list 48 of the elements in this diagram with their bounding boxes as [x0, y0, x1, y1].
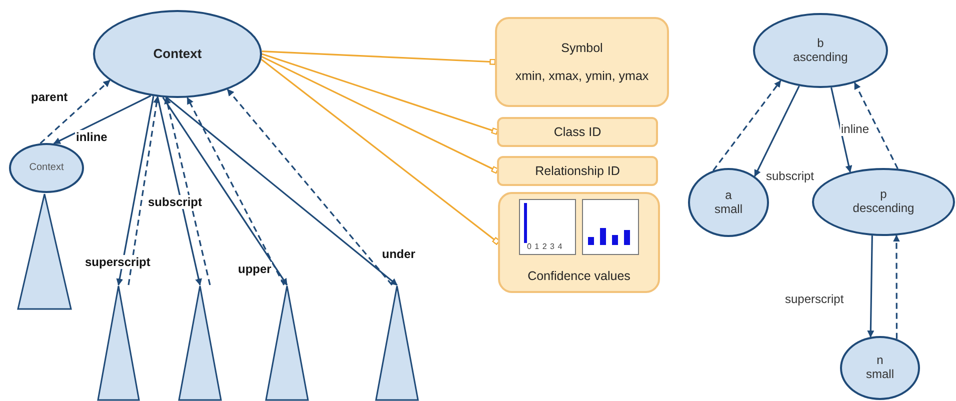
edge-label: inline — [840, 122, 870, 136]
field-box — [497, 156, 658, 186]
edge-label: subscript — [765, 169, 816, 183]
edge-label: parent — [30, 90, 69, 104]
arrow — [116, 96, 154, 286]
field-box — [495, 17, 669, 107]
edge-label: inline — [75, 130, 108, 144]
chart-card — [498, 192, 660, 293]
dashed-arrow — [712, 80, 782, 172]
connector-line — [262, 50, 496, 65]
dashed-arrow — [40, 80, 110, 144]
arrow — [867, 236, 874, 338]
arrow — [754, 86, 800, 177]
dashed-arrow — [854, 82, 898, 170]
field-box — [497, 117, 658, 147]
node-label: ascending — [793, 50, 848, 64]
field-name: Confidence values — [528, 268, 630, 282]
edge-label: under — [381, 247, 416, 261]
node-label: b — [817, 36, 824, 50]
connector-line — [260, 58, 500, 245]
dashed-arrow — [186, 97, 285, 286]
node-label: descending — [852, 202, 914, 216]
edge-label: subscript — [147, 195, 204, 209]
connector-line — [262, 56, 499, 174]
dashed-arrow — [164, 96, 211, 286]
edge-label: superscript — [784, 292, 845, 306]
field-name: Symbol — [561, 41, 603, 55]
connector-line — [262, 53, 498, 135]
dashed-arrow — [892, 234, 900, 339]
node-label: small — [866, 368, 894, 382]
axis-tick-labels: 0 1 2 3 4 — [527, 242, 563, 250]
edge-label: upper — [237, 262, 272, 276]
node-label: n — [876, 354, 884, 368]
field-name: Class ID — [554, 125, 602, 139]
dashed-arrow — [128, 96, 160, 286]
node-label: Context — [29, 162, 64, 174]
dashed-arrow — [226, 88, 393, 286]
node-label: Context — [153, 46, 202, 62]
edge-label: superscript — [84, 255, 152, 269]
arrow — [156, 96, 202, 286]
arrow — [162, 96, 288, 286]
field-values: xmin, xmax, ymin, ymax — [515, 69, 649, 83]
arrow — [166, 97, 398, 286]
node-label: small — [714, 202, 742, 216]
field-name: Relationship ID — [535, 164, 620, 178]
arrow — [830, 87, 852, 173]
node-label: p — [880, 188, 887, 202]
node-label: a — [725, 188, 732, 202]
